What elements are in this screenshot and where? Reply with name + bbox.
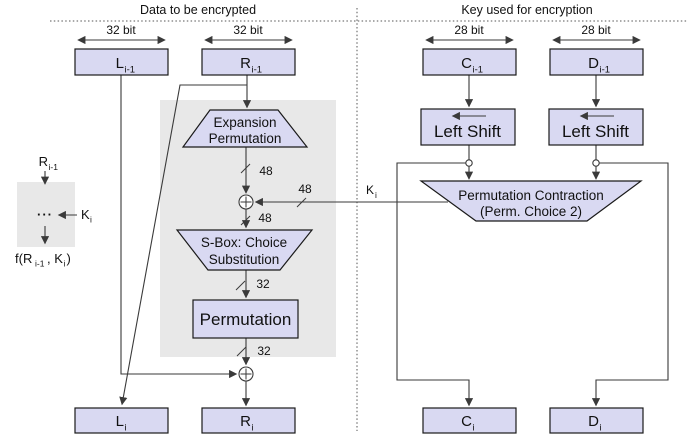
k-sub: i: [375, 190, 377, 200]
xor1-icon: [238, 194, 254, 210]
l-next-sub: i: [125, 423, 127, 434]
legend-f-label: f(R i-1 , K i ): [15, 251, 71, 269]
register-d-next: D i: [549, 407, 644, 434]
wire-loop-to-dnext: [591, 162, 669, 407]
register-d-prev: D i-1: [549, 48, 644, 76]
expansion-line1: Expansion: [213, 115, 276, 130]
register-l-prev: L i-1: [74, 48, 169, 76]
legend-r-sub: i-1: [49, 162, 59, 172]
register-l-next: L i: [74, 407, 169, 434]
block-left-shift-2: Left Shift: [548, 108, 644, 146]
hash-perm-out: [236, 346, 247, 357]
title-key: Key used for encryption: [461, 3, 592, 17]
label-key-in-48: 48: [298, 182, 312, 196]
xor2-icon: [238, 366, 254, 382]
legend-f-p3: i: [64, 259, 66, 269]
bitlabel-r1: 28 bit: [454, 23, 484, 37]
left-shift2-label: Left Shift: [562, 122, 629, 141]
legend-dots: ···: [37, 207, 53, 222]
c-prev-sub: i-1: [473, 65, 484, 76]
register-c-prev: C i-1: [422, 48, 517, 76]
left-shift1-label: Left Shift: [434, 122, 501, 141]
register-c-next: C i: [422, 407, 517, 434]
hash-exp-out: [240, 163, 251, 174]
sbox-line1: S-Box: Choice: [201, 235, 287, 250]
block-left-shift-1: Left Shift: [420, 108, 516, 146]
bitlabel-l1: 32 bit: [106, 23, 136, 37]
label-exp-out-48: 48: [259, 164, 273, 178]
permutation-label: Permutation: [200, 310, 292, 329]
l-prev-base: L: [116, 55, 124, 72]
expansion-line2: Permutation: [209, 131, 282, 146]
c-prev-base: C: [461, 55, 472, 72]
d-prev-sub: i-1: [600, 65, 611, 76]
title-data: Data to be encrypted: [140, 3, 256, 17]
hash-xor-out: [240, 215, 251, 226]
label-sbox-out-32: 32: [256, 277, 270, 291]
d-next-sub: i: [600, 423, 602, 434]
legend-f-p1: i-1: [35, 259, 45, 269]
c-next-base: C: [461, 413, 472, 430]
register-r-next: R i: [201, 407, 296, 434]
hash-sbox-out: [235, 280, 246, 291]
wire-lprev-to-xor2: [120, 75, 238, 379]
r-next-sub: i: [252, 423, 254, 434]
label-perm-out-32: 32: [257, 344, 271, 358]
branch-node-d: [592, 159, 600, 167]
l-prev-sub: i-1: [125, 65, 136, 76]
register-r-prev: R i-1: [201, 48, 296, 76]
l-next-base: L: [116, 413, 124, 430]
block-sbox: S-Box: Choice Substitution: [175, 229, 314, 271]
label-k-subkey: K i: [366, 183, 377, 200]
block-permutation-contraction: Permutation Contraction (Perm. Choice 2): [419, 180, 643, 222]
sbox-line2: Substitution: [209, 252, 280, 267]
d-next-base: D: [588, 413, 599, 430]
bitlabel-r2: 28 bit: [581, 23, 611, 37]
wire-loop-to-cnext: [396, 162, 474, 407]
block-permutation: Permutation: [192, 299, 299, 339]
bitlabel-l2: 32 bit: [233, 23, 263, 37]
legend-k-sub: i: [90, 215, 92, 225]
r-prev-sub: i-1: [252, 65, 263, 76]
wire-rprev-to-lnext: [119, 84, 247, 406]
c-next-sub: i: [473, 423, 475, 434]
label-xor-out-48: 48: [258, 211, 272, 225]
legend-k-base: K: [81, 207, 90, 222]
legend-r-base: R: [39, 154, 48, 169]
legend-f-p4: ): [67, 251, 71, 266]
pc-line2: (Perm. Choice 2): [480, 204, 582, 219]
legend-f-function: R i-1 ··· K i f(R i-1 , K i ): [15, 154, 92, 269]
r-prev-base: R: [240, 55, 251, 72]
hash-key-in: [296, 197, 307, 208]
d-prev-base: D: [588, 55, 599, 72]
r-next-base: R: [240, 413, 251, 430]
block-expansion-permutation: Expansion Permutation: [181, 109, 309, 148]
k-base: K: [366, 183, 374, 197]
branch-node-c: [465, 159, 473, 167]
legend-f-p0: f(R: [15, 251, 32, 266]
legend-f-p2: , K: [47, 251, 63, 266]
pc-line1: Permutation Contraction: [458, 188, 604, 203]
